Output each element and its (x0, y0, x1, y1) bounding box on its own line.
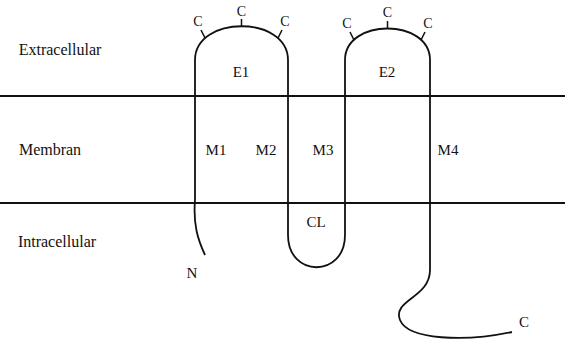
segment-label: M1 (206, 143, 227, 158)
sugar-mark: C (423, 17, 432, 31)
loop-label: CL (306, 215, 325, 230)
protein-chain (195, 26, 512, 338)
sugar-mark: C (383, 6, 392, 20)
glycosylation-ticks (201, 19, 425, 40)
loop-label: E2 (379, 65, 396, 80)
segment-label: M4 (438, 143, 459, 158)
membrane-line (0, 95, 565, 97)
sugar-mark: C (280, 15, 289, 29)
region-label: Extracellular (19, 42, 102, 58)
terminus-label: C (519, 315, 529, 330)
segment-label: M2 (256, 143, 277, 158)
sugar-mark: C (342, 17, 351, 31)
segment-label: M3 (313, 143, 334, 158)
loop-label: E1 (233, 65, 250, 80)
membrane-line (0, 202, 565, 204)
region-label: Intracellular (18, 234, 96, 250)
terminus-label: N (187, 266, 198, 281)
region-label: Membran (19, 142, 81, 158)
sugar-mark: C (193, 15, 202, 29)
sugar-mark: C (237, 5, 246, 19)
